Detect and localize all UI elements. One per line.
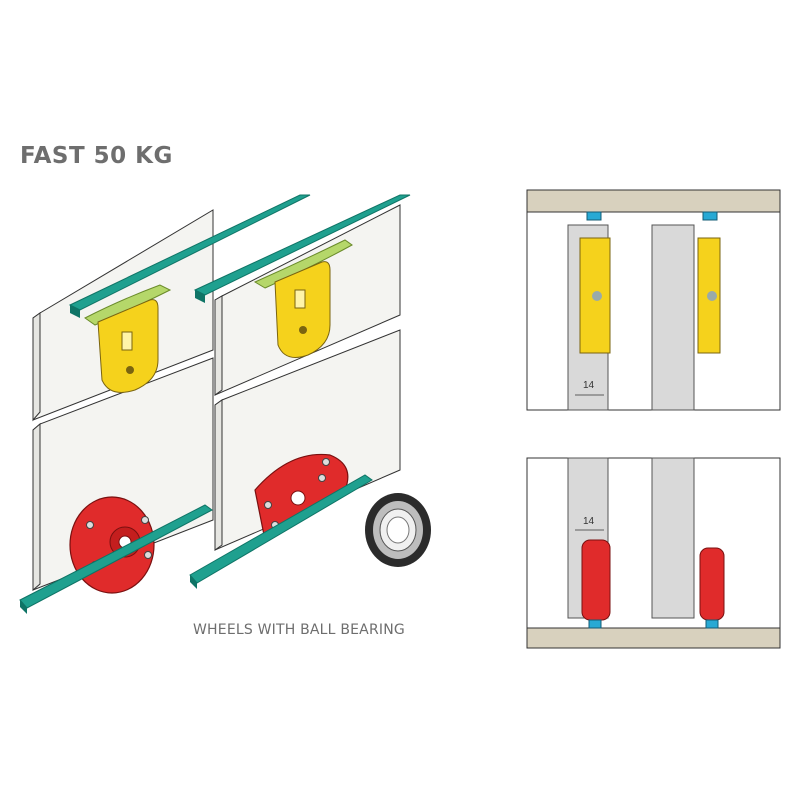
floor-strip — [526, 627, 781, 649]
wheels-caption: WHEELS WITH BALL BEARING — [193, 622, 405, 638]
bottom-rail-icon — [19, 474, 373, 614]
top-rail-icon — [68, 194, 411, 318]
top-section-dimension: 14 — [583, 380, 595, 391]
section-panel-right-bottom — [651, 457, 695, 619]
top-cross-section: 14 — [526, 189, 781, 411]
product-title: FAST 50 KG — [20, 143, 173, 169]
ball-bearing-icon — [365, 493, 431, 567]
yellow-hanger-icon — [97, 261, 331, 393]
door-assembly-illustration — [19, 194, 431, 614]
bottom-section-dimension: 14 — [583, 516, 595, 527]
bottom-cross-section: 14 — [526, 457, 781, 649]
ceiling-strip — [526, 189, 781, 213]
section-panel-right — [651, 224, 695, 411]
